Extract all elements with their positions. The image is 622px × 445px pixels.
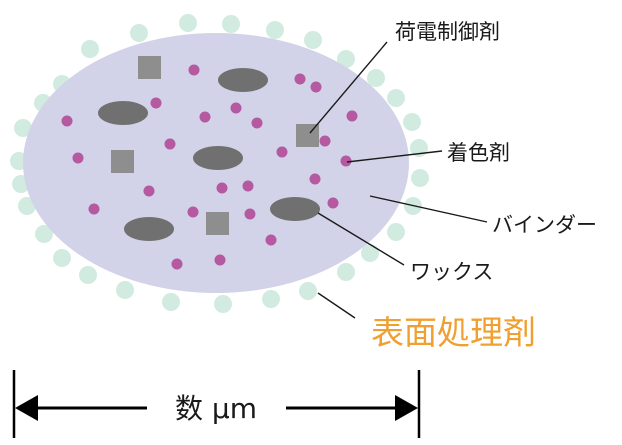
- colorant-dot: [310, 81, 322, 93]
- colorant-dot: [188, 64, 200, 76]
- wax-domain: [124, 217, 174, 241]
- additive-bead: [337, 263, 355, 281]
- colorant-dot: [230, 102, 242, 114]
- wax-domains: [98, 68, 320, 241]
- colorant-dot: [294, 73, 306, 85]
- colorant-dot: [88, 203, 100, 215]
- additive-bead: [81, 40, 99, 58]
- additive-bead: [262, 290, 280, 308]
- colorant-dot: [171, 258, 183, 270]
- additive-bead: [35, 225, 53, 243]
- colorant-dot: [242, 180, 254, 192]
- wax-domain: [270, 197, 320, 221]
- charge-control-square: [111, 150, 134, 173]
- leader-lines: [309, 41, 488, 319]
- colorant-dot: [143, 185, 155, 197]
- additive-bead: [14, 119, 32, 137]
- wax-domain: [193, 146, 243, 170]
- additive-bead: [367, 69, 385, 87]
- colorant-dot: [346, 110, 358, 122]
- colorant-dot: [214, 254, 226, 266]
- additive-bead: [387, 89, 405, 107]
- scale-bar-right-arrowhead: [395, 395, 418, 421]
- charge-control-squares: [111, 56, 319, 235]
- leader-line-wax: [317, 212, 405, 266]
- additive-bead: [116, 281, 134, 299]
- additive-bead: [18, 197, 36, 215]
- additive-bead: [266, 21, 284, 39]
- label-charge-control-agent: 荷電制御剤: [395, 20, 500, 44]
- colorant-dot: [150, 97, 162, 109]
- colorant-dot: [276, 146, 288, 158]
- leader-line-charge-control: [309, 41, 388, 134]
- additive-bead: [179, 14, 197, 32]
- additive-bead: [304, 31, 322, 49]
- additive-bead: [403, 113, 421, 131]
- scale-bar: 数 μm: [12, 370, 421, 438]
- colorant-dot: [244, 208, 256, 220]
- charge-control-square: [206, 212, 229, 235]
- scale-bar-label: 数 μm: [175, 392, 257, 425]
- label-wax: ワックス: [410, 260, 493, 284]
- colorant-dot: [265, 234, 277, 246]
- additive-bead: [299, 282, 317, 300]
- additive-bead: [361, 244, 379, 262]
- additive-bead: [130, 24, 148, 42]
- leader-line-surface: [317, 292, 356, 319]
- colorant-dot: [327, 197, 339, 209]
- additive-bead: [337, 50, 355, 68]
- colorant-dot: [251, 117, 263, 129]
- additive-bead: [387, 223, 405, 241]
- leader-line-binder: [369, 195, 488, 223]
- additive-bead: [162, 293, 180, 311]
- wax-domain: [218, 68, 268, 92]
- additive-bead: [214, 295, 232, 313]
- colorant-dots: [61, 64, 358, 270]
- label-surface-treatment-agent: 表面処理剤: [371, 313, 536, 352]
- colorant-dot: [340, 155, 352, 167]
- wax-domain: [98, 101, 148, 125]
- colorant-dot: [216, 182, 228, 194]
- additive-bead: [53, 249, 71, 267]
- additive-bead: [79, 266, 97, 284]
- scale-bar-left-arrowhead: [15, 395, 38, 421]
- label-colorant: 着色剤: [447, 141, 510, 165]
- colorant-dot: [187, 206, 199, 218]
- leader-line-colorant: [346, 150, 443, 163]
- colorant-dot: [72, 152, 84, 164]
- label-binder: バインダー: [492, 213, 597, 237]
- surface-additive-beads: [10, 14, 429, 313]
- additive-bead: [222, 15, 240, 33]
- colorant-dot: [199, 111, 211, 123]
- colorant-dot: [309, 173, 321, 185]
- colorant-dot: [319, 135, 331, 147]
- colorant-dot: [164, 138, 176, 150]
- colorant-dot: [61, 115, 73, 127]
- additive-bead: [411, 169, 429, 187]
- charge-control-square: [138, 56, 161, 79]
